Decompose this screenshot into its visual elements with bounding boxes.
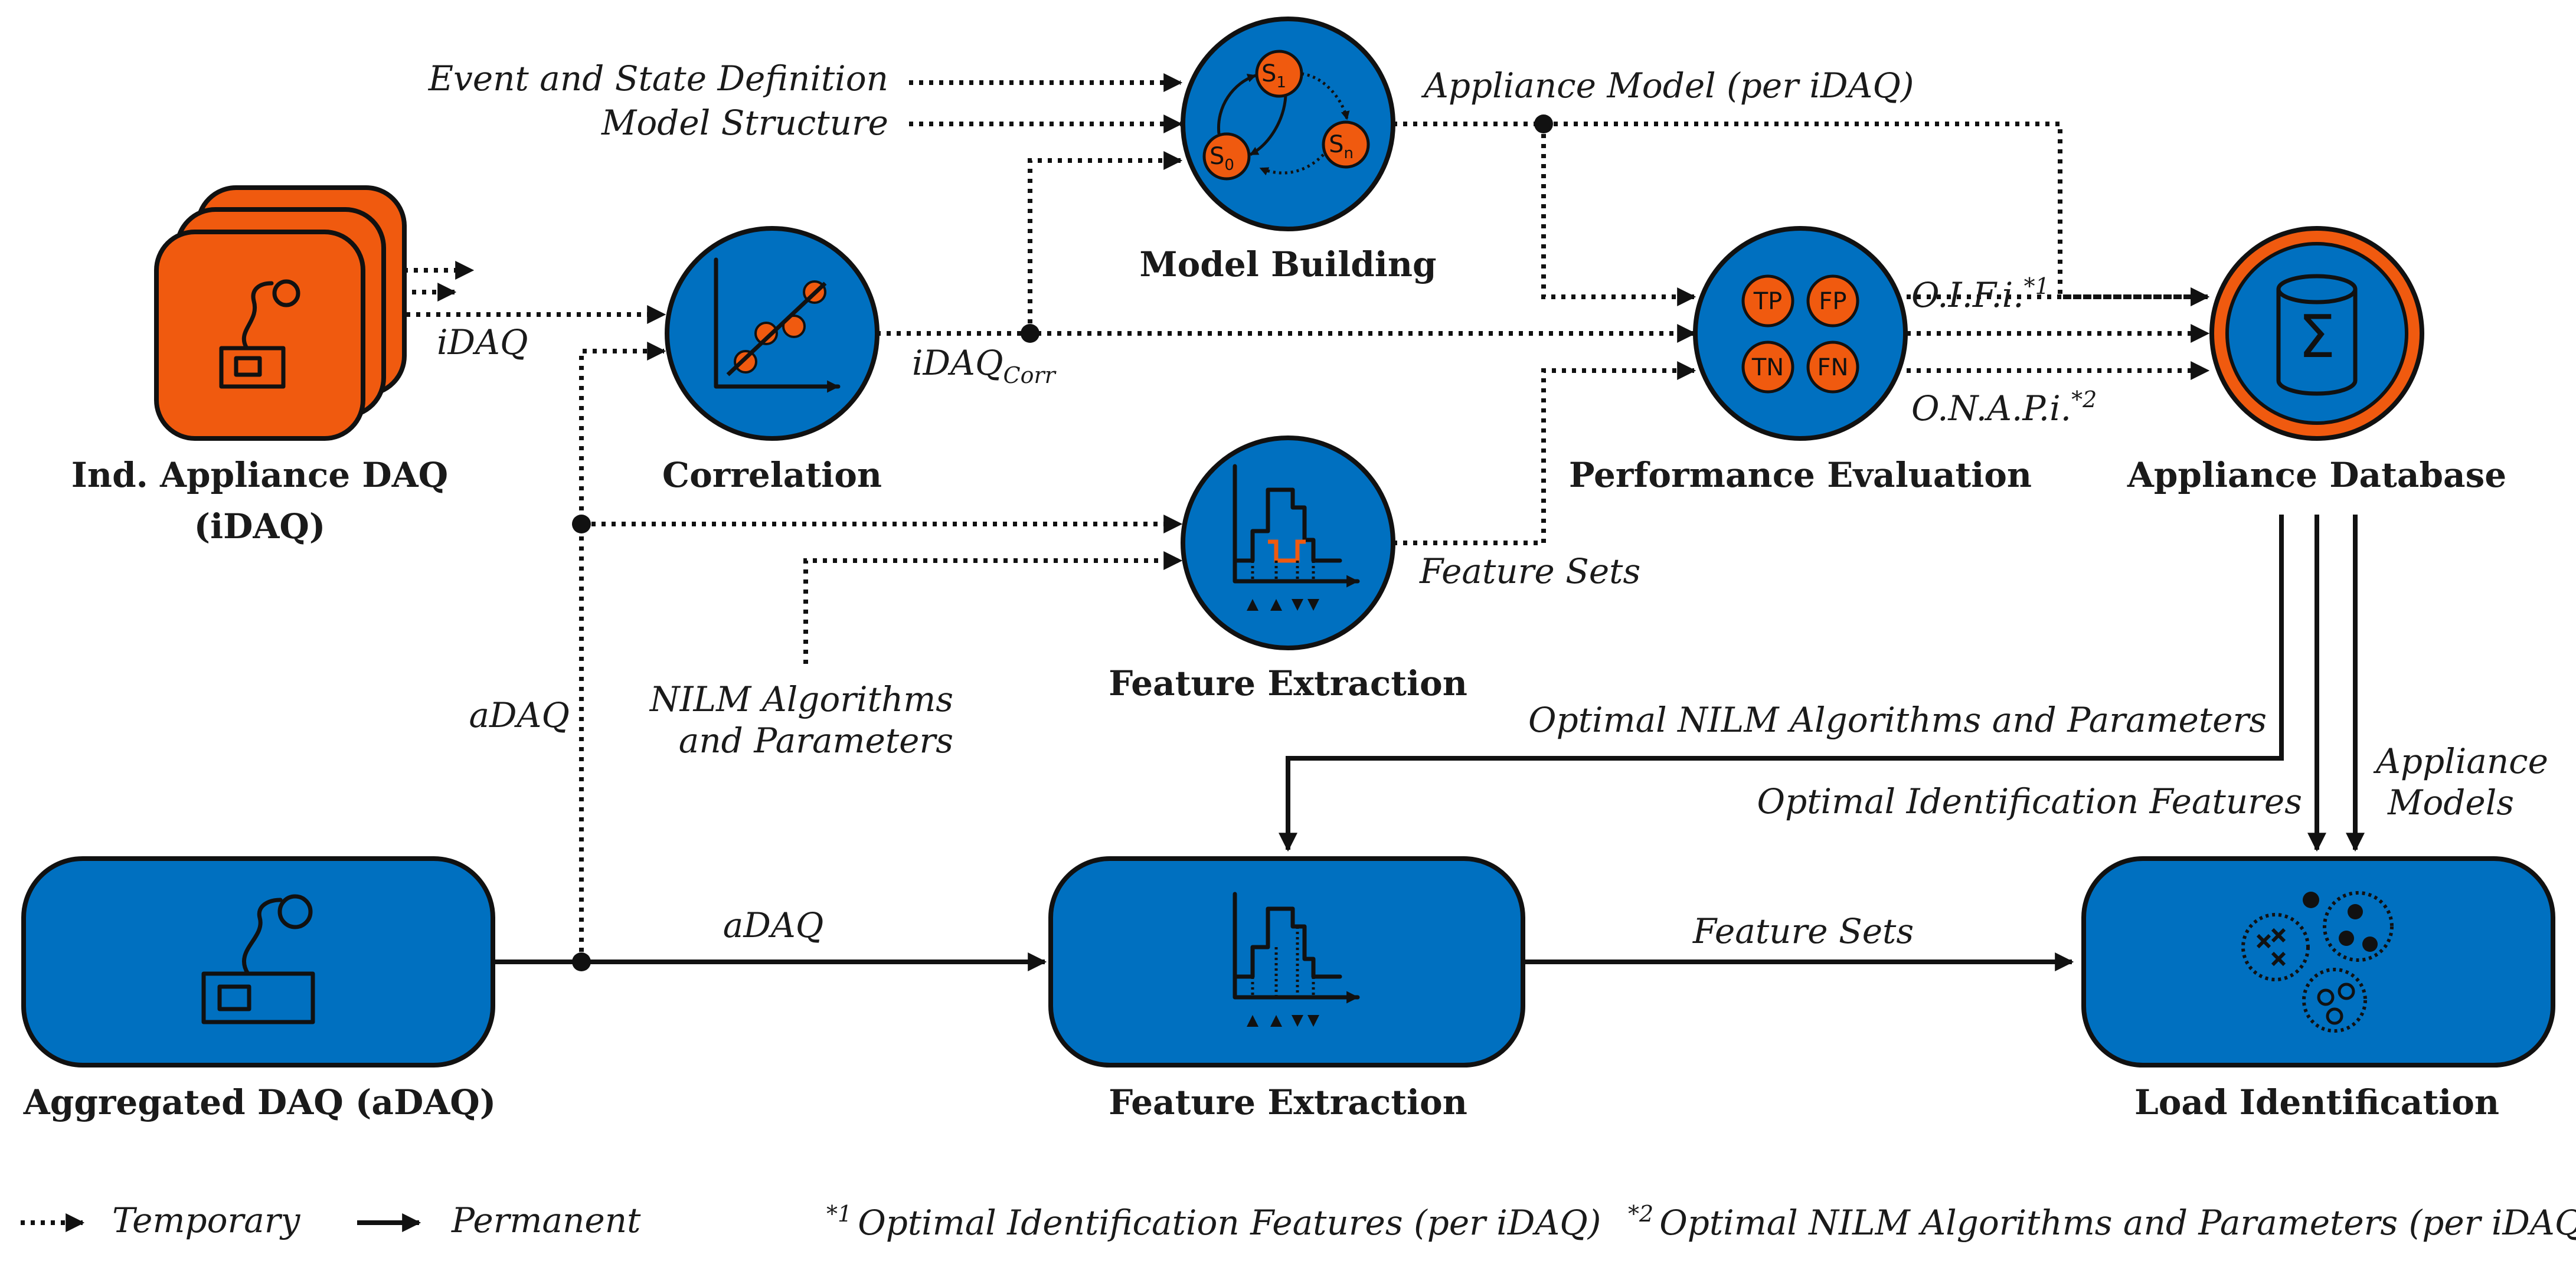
label-appliance-models-1: Appliance	[2373, 741, 2548, 781]
metric-tn: TN	[1751, 354, 1784, 381]
label-ind-appliance-daq: Ind. Appliance DAQ	[71, 455, 448, 495]
label-feature-sets-top: Feature Sets	[1419, 551, 1640, 591]
label-event-state: Event and State Definition	[428, 58, 888, 99]
node-labels: Ind. Appliance DAQ (iDAQ) Correlation Mo…	[23, 244, 2506, 1122]
metric-tp: TP	[1753, 288, 1783, 315]
state-s1: S1	[1261, 60, 1286, 91]
label-adaq-vertical: aDAQ	[469, 695, 570, 735]
edge-model-to-database	[1393, 122, 2210, 306]
label-aggregated-daq: Aggregated DAQ (aDAQ)	[23, 1082, 496, 1122]
node-aggregated-daq	[21, 856, 495, 1067]
edge-database-to-feature-extraction	[1279, 515, 2284, 852]
label-feature-extraction-top: Feature Extraction	[1109, 663, 1467, 703]
state-s0: S0	[1209, 143, 1234, 174]
node-correlation	[665, 226, 880, 441]
edge-labels: Event and State Definition Model Structu…	[428, 58, 2548, 951]
node-ind-appliance-daq	[154, 185, 407, 441]
feature-signal-icon	[1233, 464, 1360, 611]
daq-device-icon	[201, 894, 315, 1024]
label-appliance-models-2: Models	[2387, 782, 2514, 823]
label-optimal-nilm: Optimal NILM Algorithms and Parameters	[1528, 700, 2267, 740]
cluster-icon	[2241, 891, 2394, 1033]
label-nilm-algorithms-1: NILM Algorithms	[649, 679, 953, 719]
label-performance-evaluation: Performance Evaluation	[1569, 455, 2032, 495]
edge-model-to-performance	[1541, 124, 1696, 306]
label-adaq-horizontal: aDAQ	[723, 905, 824, 945]
label-model-structure: Model Structure	[601, 103, 888, 143]
fn-badge	[1806, 340, 1859, 394]
label-feature-sets-bottom: Feature Sets	[1692, 911, 1914, 951]
label-model-building: Model Building	[1139, 244, 1436, 284]
daq-device-icon	[219, 279, 300, 389]
label-appliance-database: Appliance Database	[2127, 455, 2506, 495]
junction-dot	[1021, 324, 1039, 343]
database-sum-symbol: Σ	[2298, 302, 2335, 371]
state-machine-icon	[1202, 50, 1370, 181]
correlation-scatter-icon	[714, 257, 841, 393]
label-onapi: O.N.A.P.i.*2	[1911, 387, 2097, 428]
metric-fp: FP	[1819, 288, 1846, 315]
label-feature-extraction-bottom: Feature Extraction	[1109, 1082, 1467, 1122]
edges	[366, 73, 2365, 971]
label-nilm-algorithms-2: and Parameters	[679, 721, 953, 761]
edge-nilm-to-feature-extraction	[803, 551, 1183, 664]
metric-labels: TP FP TN FN	[1751, 288, 1849, 381]
label-correlation: Correlation	[662, 455, 882, 495]
junction-dot	[572, 952, 591, 971]
label-oifi: O.I.F.i.*1	[1911, 273, 2049, 315]
node-feature-extraction-top	[1181, 435, 1395, 650]
node-performance-evaluation	[1693, 226, 1908, 441]
feature-signal-icon	[1233, 892, 1360, 1027]
tn-badge	[1741, 340, 1794, 394]
edge-adaq-to-correlation	[579, 342, 666, 962]
tp-badge	[1741, 274, 1794, 328]
node-model-building	[1181, 17, 1395, 231]
label-load-identification: Load Identification	[2134, 1082, 2499, 1122]
legend-temporary-label: Temporary	[112, 1200, 301, 1240]
label-idaq: iDAQ	[437, 322, 528, 362]
database-cylinder-icon	[2276, 274, 2358, 396]
junction-dot	[572, 515, 591, 533]
label-appliance-model: Appliance Model (per iDAQ)	[1421, 66, 1914, 106]
state-sn: Sn	[1329, 131, 1354, 162]
node-appliance-database	[2209, 226, 2424, 441]
state-labels: S1 S0 Sn	[1209, 60, 1354, 174]
legend-permanent-label: Permanent	[451, 1200, 641, 1240]
metric-fn: FN	[1817, 354, 1849, 381]
node-load-identification	[2081, 856, 2555, 1067]
label-idaq-corr: iDAQCorr	[912, 343, 1057, 388]
junction-dot	[1534, 114, 1553, 133]
node-feature-extraction-bottom	[1048, 856, 1525, 1067]
label-ind-appliance-daq-sub: (iDAQ)	[194, 506, 326, 546]
label-optimal-features: Optimal Identification Features	[1757, 781, 2302, 821]
edge-idaqcorr-to-model	[1028, 151, 1183, 333]
fp-badge	[1806, 274, 1859, 328]
